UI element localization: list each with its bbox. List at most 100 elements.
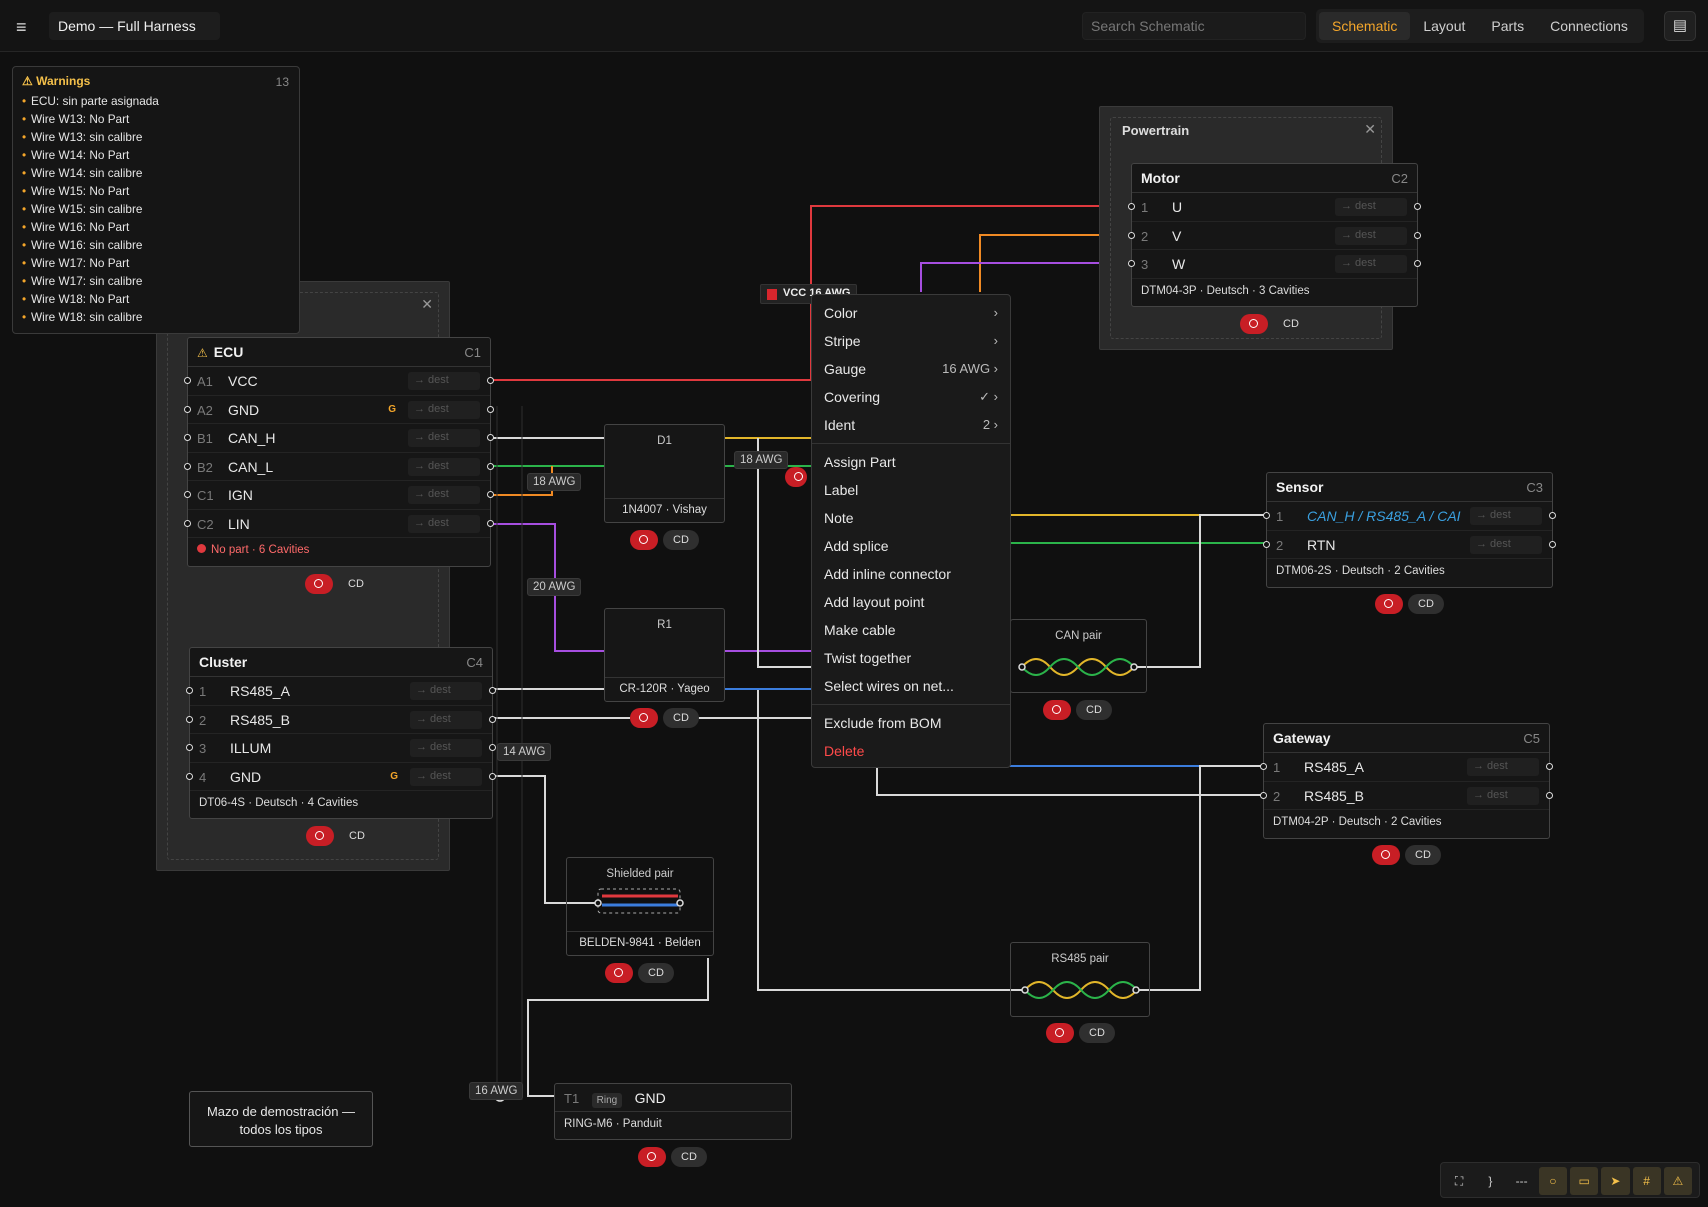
bracket-icon[interactable]: }: [1488, 1174, 1493, 1188]
pin-handle-left[interactable]: [1260, 791, 1267, 799]
component-shielded-pair[interactable]: Shielded pair BELDEN-9841 · Belden: [566, 857, 714, 956]
menu-icon[interactable]: ≡: [16, 17, 27, 37]
dest-field[interactable]: → dest: [408, 429, 480, 447]
awg-label[interactable]: 18 AWG: [734, 451, 789, 469]
pin-handle-left[interactable]: [1128, 231, 1135, 239]
dash-icon[interactable]: ---: [1515, 1174, 1528, 1188]
dest-field[interactable]: → dest: [1335, 255, 1407, 273]
menu-item-covering[interactable]: Covering✓ ›: [824, 389, 998, 405]
pin-handle-right[interactable]: [487, 434, 494, 441]
pin-handle-left[interactable]: [186, 744, 193, 751]
warning-item[interactable]: Wire W14: sin calibre: [22, 164, 290, 182]
awg-label[interactable]: 16 AWG: [469, 1082, 524, 1100]
pin-handle-left[interactable]: [186, 687, 193, 694]
pin-signal[interactable]: V: [1172, 227, 1182, 244]
pin-signal[interactable]: RS485_A: [1304, 759, 1364, 775]
warning-item[interactable]: Wire W17: No Part: [22, 254, 290, 272]
search-input[interactable]: [1082, 12, 1306, 40]
pin-handle-left[interactable]: [184, 462, 191, 470]
component-r1[interactable]: R1 CR-120R · Yageo: [604, 608, 725, 702]
menu-item-stripe[interactable]: Stripe›: [824, 333, 998, 349]
cd-button[interactable]: CD: [348, 578, 364, 590]
warning-item[interactable]: Wire W13: sin calibre: [22, 128, 290, 146]
tab-layout[interactable]: Layout: [1423, 18, 1466, 34]
dest-field[interactable]: → dest: [410, 767, 482, 786]
pin-handle-left[interactable]: [1128, 260, 1135, 267]
warning-item[interactable]: Wire W14: No Part: [22, 146, 290, 164]
menu-item-assign-part[interactable]: Assign Part: [824, 454, 896, 470]
pin-handle-right[interactable]: [489, 687, 496, 694]
dest-field[interactable]: → dest: [408, 400, 480, 419]
menu-item-select-wires-on-net[interactable]: Select wires on net...: [824, 678, 954, 694]
pin-signal[interactable]: RS485_B: [1304, 787, 1364, 804]
record-button[interactable]: [630, 708, 658, 728]
dest-field[interactable]: → dest: [408, 457, 480, 476]
pin-handle-right[interactable]: [487, 491, 494, 498]
cd-button[interactable]: CD: [663, 708, 699, 728]
pin-handle-left[interactable]: [184, 491, 191, 498]
pin-handle-right[interactable]: [1546, 763, 1553, 770]
record-button[interactable]: [1043, 700, 1071, 720]
pin-handle-left[interactable]: [184, 519, 191, 527]
menu-item-delete[interactable]: Delete: [824, 743, 865, 759]
pin-handle-right[interactable]: [487, 519, 494, 527]
cd-button[interactable]: CD: [1283, 318, 1299, 330]
close-icon[interactable]: ✕: [421, 296, 433, 312]
terminal-t1[interactable]: T1 Ring GND RING-M6 · Panduit: [554, 1083, 792, 1140]
menu-item-add-inline-connector[interactable]: Add inline connector: [824, 566, 951, 582]
menu-item-add-splice[interactable]: Add splice: [824, 538, 889, 554]
dest-field[interactable]: → dest: [1470, 535, 1542, 554]
close-icon[interactable]: ✕: [1364, 121, 1376, 137]
awg-label[interactable]: 14 AWG: [497, 743, 552, 761]
cd-button[interactable]: CD: [1076, 700, 1112, 720]
dest-field[interactable]: → dest: [1467, 786, 1539, 805]
menu-item-make-cable[interactable]: Make cable: [824, 622, 896, 638]
menu-item-exclude-from-bom[interactable]: Exclude from BOM: [824, 715, 942, 731]
record-button[interactable]: [638, 1147, 666, 1167]
warning-item[interactable]: Wire W18: sin calibre: [22, 308, 290, 326]
circle-icon[interactable]: ○: [1538, 1167, 1567, 1195]
awg-label[interactable]: 20 AWG: [527, 578, 582, 596]
dest-field[interactable]: → dest: [410, 739, 482, 757]
rect-icon[interactable]: ▭: [1570, 1167, 1599, 1195]
pin-handle-left[interactable]: [186, 772, 193, 780]
project-title[interactable]: Demo — Full Harness: [49, 12, 220, 40]
warning-item[interactable]: Wire W16: sin calibre: [22, 236, 290, 254]
pin-handle-left[interactable]: [1260, 763, 1267, 770]
record-button[interactable]: [1046, 1023, 1074, 1043]
record-button[interactable]: [1240, 314, 1268, 334]
arrow-icon[interactable]: ➤: [1601, 1167, 1630, 1195]
warning-item[interactable]: Wire W16: No Part: [22, 218, 290, 236]
menu-item-color[interactable]: Color›: [824, 305, 998, 321]
record-button[interactable]: [1372, 845, 1400, 865]
menu-item-twist-together[interactable]: Twist together: [824, 650, 912, 666]
pin-signal[interactable]: RS485_A: [230, 683, 290, 699]
pin-handle-left[interactable]: [184, 434, 191, 441]
record-button[interactable]: [306, 826, 334, 846]
pin-signal[interactable]: GND: [230, 768, 262, 785]
pin-signal[interactable]: GND: [228, 401, 260, 418]
dest-field[interactable]: → dest: [410, 710, 482, 729]
pin-signal[interactable]: CAN_H / RS485_A / CAI: [1307, 508, 1461, 524]
tab-parts[interactable]: Parts: [1491, 18, 1525, 34]
pin-handle-right[interactable]: [487, 377, 494, 384]
pin-signal[interactable]: RS485_B: [230, 711, 290, 728]
menu-item-label[interactable]: Label: [824, 482, 859, 498]
dest-field[interactable]: → dest: [1335, 198, 1407, 216]
dest-field[interactable]: → dest: [1467, 758, 1539, 776]
